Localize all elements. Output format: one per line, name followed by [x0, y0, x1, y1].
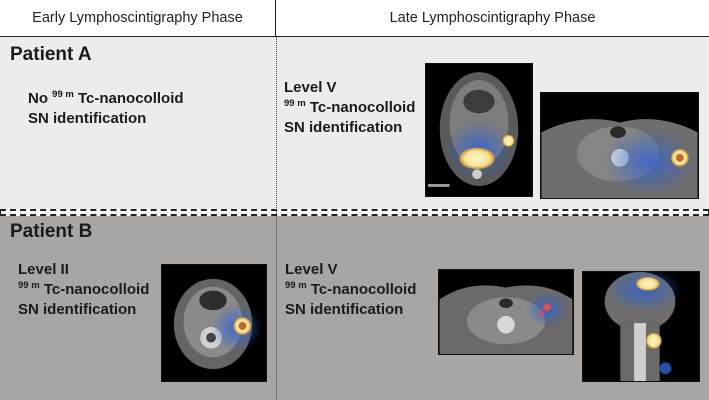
isotope-superscript: 99 m: [52, 89, 74, 100]
tracer-name: Tc-nanocolloid: [43, 281, 150, 298]
patient-b-label: Patient B: [10, 221, 93, 242]
no-word: No: [28, 90, 48, 107]
sn-identification-text: SN identification: [284, 119, 403, 136]
column-divider: [276, 37, 277, 400]
patient-b-early-text: Level II 99 m Tc-nanocolloid SN identifi…: [18, 260, 149, 320]
late-phase-header: Late Lymphoscintigraphy Phase: [276, 0, 709, 37]
patient-b-late-text: Level V 99 m Tc-nanocolloid SN identific…: [285, 260, 416, 320]
tracer-name: Tc-nanocolloid: [78, 90, 184, 107]
row-divider-bottom: [0, 214, 709, 216]
tracer-name: Tc-nanocolloid: [309, 99, 416, 116]
level-text: Level V: [285, 261, 338, 278]
patient-a-early-line1: No 99 m Tc-nanocolloid: [28, 89, 184, 109]
sn-identification-text: SN identification: [28, 110, 147, 127]
patient-b-early-spect-ct-image: [161, 264, 267, 382]
row-divider-top: [0, 209, 709, 211]
level-text: Level V: [284, 79, 337, 96]
patient-b-late-spect-ct-image-1: [438, 269, 574, 355]
sn-identification-text: SN identification: [285, 301, 404, 318]
level-text: Level II: [18, 261, 69, 278]
early-phase-header: Early Lymphoscintigraphy Phase: [0, 0, 276, 37]
patient-a-late-text: Level V 99 m Tc-nanocolloid SN identific…: [284, 78, 415, 138]
patient-a-label: Patient A: [10, 44, 92, 65]
isotope-superscript: 99 m: [284, 98, 306, 109]
patient-a-early-text: No 99 m Tc-nanocolloid SN identification: [28, 89, 184, 129]
sn-identification-text: SN identification: [18, 301, 137, 318]
tracer-name: Tc-nanocolloid: [310, 281, 417, 298]
isotope-superscript: 99 m: [18, 280, 40, 291]
patient-a-late-spect-ct-image-1: [425, 63, 533, 197]
patient-a-late-spect-ct-image-2: [540, 92, 699, 199]
isotope-superscript: 99 m: [285, 280, 307, 291]
patient-b-late-spect-ct-image-2: [582, 271, 700, 382]
